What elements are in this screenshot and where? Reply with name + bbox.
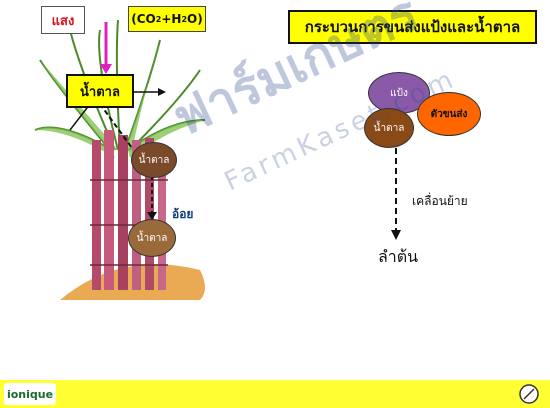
page-title: กระบวนการขนส่งแป้งและน้ำตาล	[288, 10, 537, 44]
ionique-logo: ionique	[4, 383, 56, 405]
cane-label: อ้อย	[172, 207, 194, 221]
move-label: เคลื่อนย้าย	[412, 194, 468, 208]
stem-label: ลำต้น	[378, 247, 419, 266]
co2-suffix: O)	[187, 12, 203, 26]
co2-mid: +H	[161, 12, 182, 26]
sugar-node: น้ำตาล	[364, 108, 414, 148]
co2-subscript: 2	[155, 14, 162, 24]
stem-sugar-node-1: น้ำตาล	[131, 142, 177, 178]
compass-badge-icon	[519, 384, 539, 404]
light-label: แสง	[41, 6, 85, 34]
co2-prefix: (CO	[131, 12, 156, 26]
h2o-subscript: 2	[181, 14, 188, 24]
stem-sugar-node-2: น้ำตาล	[128, 219, 176, 257]
leaf-sugar-label: น้ำตาล	[66, 74, 134, 108]
carrier-node: ตัวขนส่ง	[417, 92, 481, 136]
footer-bar	[0, 380, 550, 408]
